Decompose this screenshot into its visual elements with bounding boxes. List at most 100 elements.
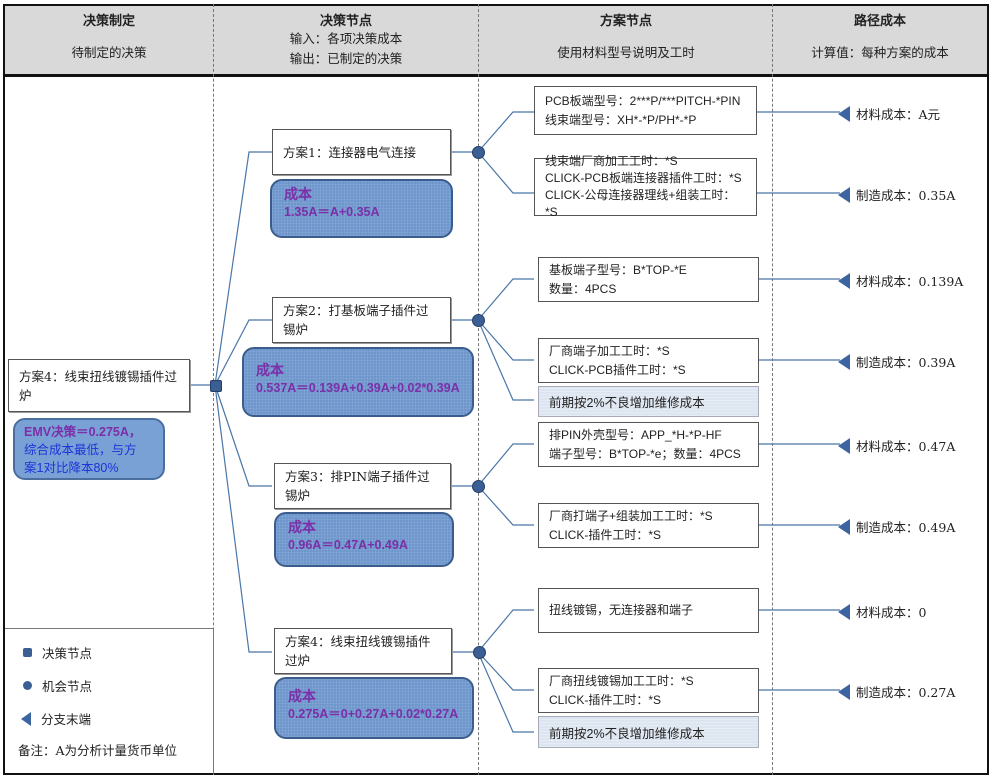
header-subtitle-input: 输入：各项决策成本 <box>289 31 403 46</box>
connector-line <box>477 278 534 321</box>
connector-line <box>477 651 534 733</box>
connector-line <box>477 651 534 691</box>
header-subtitle: 使用材料型号说明及工时 <box>557 45 695 60</box>
decision-node-icon <box>23 648 32 657</box>
plan-3-cost-box: 成本 0.96A＝0.47A+0.49A <box>274 512 454 567</box>
cost-label: 成本 <box>284 186 312 202</box>
plan-label: 方案4：线束扭线镀锡插件过炉 <box>285 634 431 668</box>
remark-text: 备注：A为分析计量货币单位 <box>18 743 178 758</box>
branch-end: 材料成本：0 <box>838 602 926 621</box>
header-subtitle-output: 输出：已制定的决策 <box>289 51 403 66</box>
connector-line <box>477 609 534 653</box>
cost-value: 0.96A＝0.47A+0.49A <box>288 538 408 552</box>
branch-end: 材料成本：A元 <box>838 104 940 123</box>
branch-end: 制造成本：0.39A <box>838 352 955 371</box>
connector-line <box>477 319 534 401</box>
end-cost: 制造成本：0.39A <box>856 355 956 370</box>
detail-line: 数量：4PCS <box>549 281 617 296</box>
plan-3-material-box: 排PIN外壳型号：APP_*H-*P-HF 端子型号：B*TOP-*e；数量：4… <box>538 422 759 467</box>
header-row: 决策制定 待制定的决策 决策节点 输入：各项决策成本 输出：已制定的决策 方案节… <box>3 4 989 77</box>
plan-2-cost-box: 成本 0.537A＝0.139A+0.39A+0.02*0.39A <box>242 347 474 417</box>
detail-line: CLICK-插件工时：*S <box>549 527 662 542</box>
end-cost: 制造成本：0.27A <box>856 685 956 700</box>
connector-line <box>477 111 534 153</box>
detail-line: 厂商扭线镀锡加工工时：*S <box>549 673 694 688</box>
end-cost: 制造成本：0.49A <box>856 520 956 535</box>
emv-result-box: EMV决策＝0.275A， 综合成本最低，与方 案1对比降本80% <box>13 418 165 480</box>
plan-4-labor-box: 厂商扭线镀锡加工工时：*S CLICK-插件工时：*S <box>538 668 759 713</box>
decision-node-icon <box>210 380 222 392</box>
chance-node-icon <box>472 480 485 493</box>
plan-3-box: 方案3：排PIN端子插件过锡炉 <box>274 463 451 509</box>
chance-node-icon <box>472 146 485 159</box>
legend-label: 决策节点 <box>42 646 93 661</box>
plan-label: 方案2：打基板端子插件过锡炉 <box>283 303 429 337</box>
decision-label: 方案4：线束扭线镀锡插件过炉 <box>19 368 177 403</box>
end-cost: 材料成本：0.139A <box>856 274 964 289</box>
branch-end: 制造成本：0.49A <box>838 517 955 536</box>
plan-1-cost-box: 成本 1.35A＝A+0.35A <box>270 179 453 238</box>
emv-value: EMV决策＝0.275A， <box>24 425 142 439</box>
detail-line: 厂商打端子+组装加工工时：*S <box>549 508 713 523</box>
connector-line <box>477 443 534 487</box>
branch-end-icon <box>838 353 850 370</box>
end-cost: 材料成本：0 <box>856 605 927 620</box>
connector-line <box>477 151 534 194</box>
header-plan-node: 方案节点 使用材料型号说明及工时 <box>479 6 773 74</box>
plan-3-labor-box: 厂商打端子+组装加工工时：*S CLICK-插件工时：*S <box>538 503 759 548</box>
plan-2-box: 方案2：打基板端子插件过锡炉 <box>272 297 451 343</box>
legend-label: 分支末端 <box>41 712 92 727</box>
emv-note-line: 案1对比降本80% <box>24 461 119 475</box>
legend-remark: 备注：A为分析计量货币单位 <box>18 740 177 759</box>
branch-end: 材料成本：0.139A <box>838 271 963 290</box>
branch-end-icon <box>838 186 850 203</box>
note-text: 前期按2%不良增加维修成本 <box>549 396 705 410</box>
branch-end-icon <box>838 603 850 620</box>
branch-end: 制造成本：0.27A <box>838 682 955 701</box>
header-decision-making: 决策制定 待制定的决策 <box>5 6 213 74</box>
header-title: 决策制定 <box>82 14 135 29</box>
detail-line: CLICK-PCB插件工时：*S <box>549 362 686 377</box>
plan-2-material-box: 基板端子型号：B*TOP-*E 数量：4PCS <box>538 257 759 302</box>
detail-line: 排PIN外壳型号：APP_*H-*P-HF <box>549 427 722 442</box>
note-text: 前期按2%不良增加维修成本 <box>549 726 705 741</box>
detail-line: 基板端子型号：B*TOP-*E <box>549 262 687 277</box>
emv-note-line: 综合成本最低，与方 <box>24 443 137 457</box>
cost-value: 0.275A＝0+0.27A+0.02*0.27A <box>288 707 459 721</box>
header-subtitle: 待制定的决策 <box>71 45 147 60</box>
header-title: 决策节点 <box>319 14 372 29</box>
legend: 决策节点 机会节点 分支末端 备注：A为分析计量货币单位 <box>5 628 214 773</box>
cost-label: 成本 <box>288 688 316 704</box>
end-cost: 材料成本：A元 <box>856 107 941 122</box>
end-cost: 制造成本：0.35A <box>856 188 956 203</box>
connector-line <box>214 319 272 386</box>
connector-line <box>214 151 272 386</box>
legend-decision-node: 决策节点 <box>23 643 92 662</box>
detail-line: CLICK-公母连接器理线+组装工时：*S <box>545 188 736 219</box>
cost-value: 1.35A＝A+0.35A <box>284 205 380 219</box>
branch-end-icon <box>838 105 850 122</box>
plan-1-labor-box: 线束端厂商加工工时：*S CLICK-PCB板端连接器插件工时：*S CLICK… <box>534 154 757 219</box>
connector-line <box>477 319 534 361</box>
decision-box: 方案4：线束扭线镀锡插件过炉 <box>8 359 190 412</box>
connector-line <box>214 384 272 487</box>
end-cost: 材料成本：0.47A <box>856 439 956 454</box>
plan-4-box: 方案4：线束扭线镀锡插件过炉 <box>274 628 452 674</box>
plan-2-repair-note: 前期按2%不良增加维修成本 <box>538 386 759 417</box>
branch-end-icon <box>21 711 31 726</box>
detail-line: CLICK-插件工时：*S <box>549 692 662 707</box>
legend-branch-end: 分支末端 <box>21 709 91 728</box>
connector-line <box>477 485 534 526</box>
detail-line: 线束端厂商加工工时：*S <box>545 154 678 168</box>
detail-line: 线束端型号：XH*-*P/PH*-*P <box>545 112 697 127</box>
header-title: 路径成本 <box>853 14 906 29</box>
legend-label: 机会节点 <box>42 679 93 694</box>
column-divider <box>478 4 479 775</box>
header-path-cost: 路径成本 计算值：每种方案的成本 <box>773 6 987 74</box>
cost-label: 成本 <box>288 519 316 535</box>
chance-node-icon <box>473 646 486 659</box>
column-divider <box>772 4 773 775</box>
plan-4-cost-box: 成本 0.275A＝0+0.27A+0.02*0.27A <box>274 677 474 739</box>
detail-line: 端子型号：B*TOP-*e；数量：4PCS <box>549 446 741 461</box>
chance-node-icon <box>472 314 485 327</box>
